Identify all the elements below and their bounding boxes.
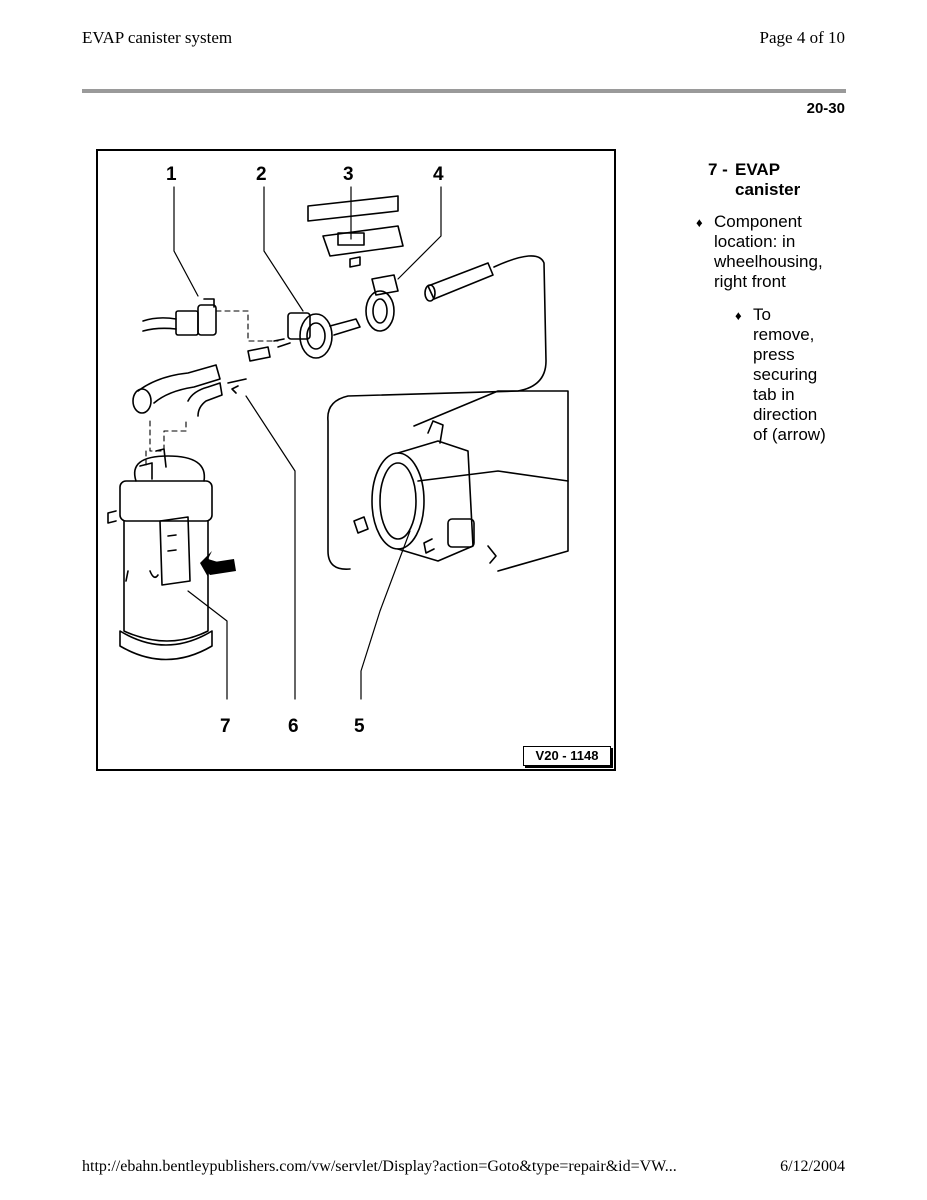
- connector-plug-part: [142, 298, 217, 336]
- leader-lines: [173, 186, 442, 700]
- bullet-text: Component location: in wheelhousing, rig…: [714, 212, 823, 291]
- page-indicator: Page 4 of 10: [759, 28, 845, 47]
- hose-segment-part: [327, 255, 547, 570]
- bullet-text: To remove, press securing tab in directi…: [753, 305, 826, 444]
- item-title-line1: EVAP: [735, 160, 781, 179]
- hose-clamp-part: [365, 274, 399, 332]
- footer-date: 6/12/2004: [780, 1158, 845, 1175]
- dashed-guides: [145, 310, 279, 467]
- solenoid-valve-part: [273, 312, 361, 359]
- hose-connectors-part: [132, 346, 271, 417]
- evap-canister-part: [107, 448, 213, 661]
- diamond-bullet-icon: ♦: [696, 215, 703, 230]
- callout-2: 2: [256, 164, 267, 185]
- callout-4: 4: [433, 164, 444, 185]
- mounting-bracket-part: [307, 195, 404, 268]
- securing-tab-arrow: [200, 551, 236, 577]
- figure-code: V20 - 1148: [523, 746, 611, 766]
- evap-diagram-drawing: [107, 186, 569, 700]
- diamond-bullet-icon: ♦: [735, 308, 742, 323]
- document-title: EVAP canister system: [82, 28, 233, 47]
- item-title-line2: canister: [735, 180, 801, 199]
- item-heading: 7 - EVAP canister: [708, 160, 800, 200]
- throttle-housing-part: [353, 390, 569, 572]
- callout-7: 7: [220, 716, 231, 737]
- callout-6: 6: [288, 716, 299, 737]
- section-number: 20-30: [806, 100, 845, 117]
- callout-5: 5: [354, 716, 365, 737]
- evap-diagram: 1 2 3 4 5 6 7 V20 - 1148: [96, 149, 616, 771]
- header-divider: [82, 89, 846, 93]
- item-number: 7 -: [708, 160, 728, 179]
- callout-1: 1: [166, 164, 177, 185]
- footer-url: http://ebahn.bentleypublishers.com/vw/se…: [82, 1158, 677, 1175]
- callout-3: 3: [343, 164, 354, 185]
